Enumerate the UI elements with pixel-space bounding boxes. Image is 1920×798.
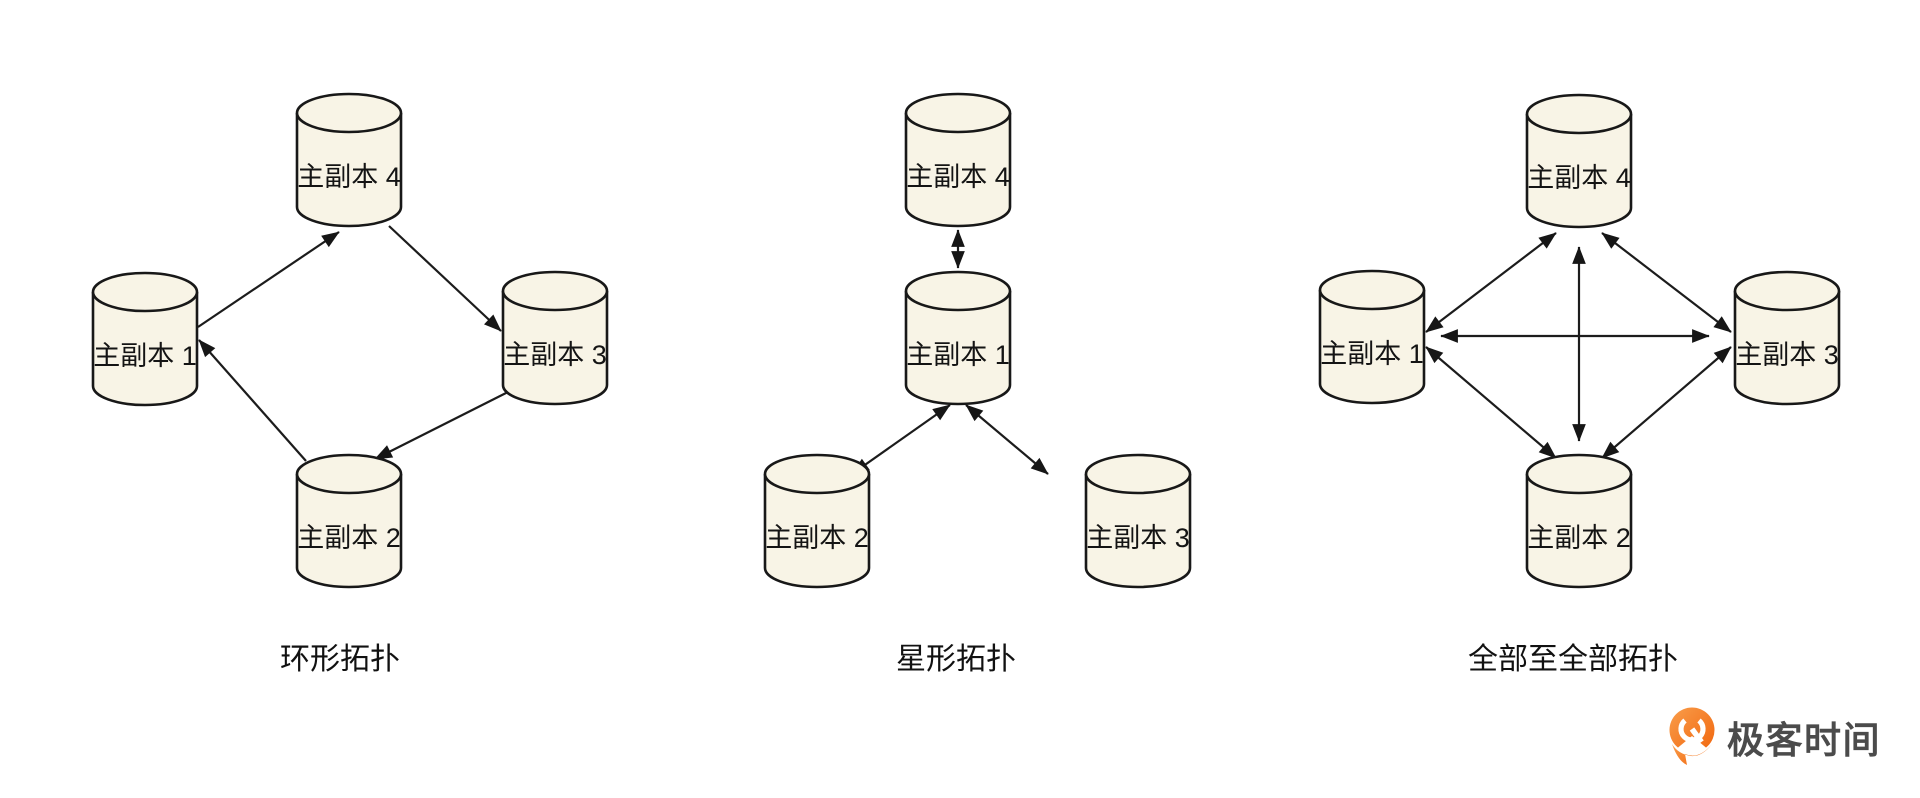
arrow-star-1-2 [851,404,951,475]
db-cylinder-mesh-1: 主副本 1 [1318,269,1426,405]
geektime-wordmark: 极客时间 [1727,720,1881,761]
db-cylinder-star-1: 主副本 1 [904,270,1012,406]
db-cylinder-star-2: 主副本 2 [763,453,871,589]
all-to-all-topology-diagram: 主副本 4 主副本 1 主副本 3 主副本 2 全部至全部拓扑 [1318,93,1841,676]
node-label: 主副本 1 [906,340,1010,370]
db-cylinder-ring-4: 主副本 4 [295,92,403,228]
diagram-caption-star: 星形拓扑 [896,643,1016,676]
arrow-ring-4-to-3 [388,225,502,332]
node-label: 主副本 3 [1735,340,1839,370]
arrow-star-1-3 [965,404,1049,475]
db-cylinder-star-3: 主副本 3 [1084,453,1192,589]
db-cylinder-mesh-4: 主副本 4 [1525,93,1633,229]
node-label: 主副本 3 [503,340,607,370]
arrow-ring-3-to-2 [374,391,509,460]
arrow-mesh-1-4 [1425,232,1557,333]
arrow-ring-1-to-4 [197,231,340,328]
diagram-caption-all-to-all: 全部至全部拓扑 [1468,643,1678,676]
db-cylinder-ring-3: 主副本 3 [501,270,609,406]
node-label: 主副本 2 [297,523,401,553]
arrow-mesh-1-2 [1425,346,1557,459]
star-topology-diagram: 主副本 4 主副本 1 主副本 2 主副本 3 星形拓扑 [763,92,1192,676]
node-label: 主副本 2 [765,523,869,553]
node-label: 主副本 4 [906,162,1010,192]
node-label: 主副本 4 [1527,163,1631,193]
node-label: 主副本 1 [1320,339,1424,369]
node-label: 主副本 3 [1086,523,1190,553]
db-cylinder-ring-1: 主副本 1 [91,271,199,407]
db-cylinder-ring-2: 主副本 2 [295,453,403,589]
arrow-mesh-4-3 [1601,232,1732,333]
node-label: 主副本 4 [297,162,401,192]
ring-topology-diagram: 主副本 4 主副本 1 主副本 3 主副本 2 环形拓扑 [91,92,609,676]
node-label: 主副本 2 [1527,523,1631,553]
db-cylinder-mesh-3: 主副本 3 [1733,270,1841,406]
geektime-logo: 极客时间 [1669,707,1881,771]
db-cylinder-mesh-2: 主副本 2 [1525,453,1633,589]
db-cylinder-star-4: 主副本 4 [904,92,1012,228]
arrow-ring-2-to-1 [198,339,307,462]
node-label: 主副本 1 [93,341,197,371]
diagram-caption-ring: 环形拓扑 [280,643,400,676]
geektime-icon [1669,707,1715,771]
arrow-mesh-2-3 [1601,346,1732,459]
